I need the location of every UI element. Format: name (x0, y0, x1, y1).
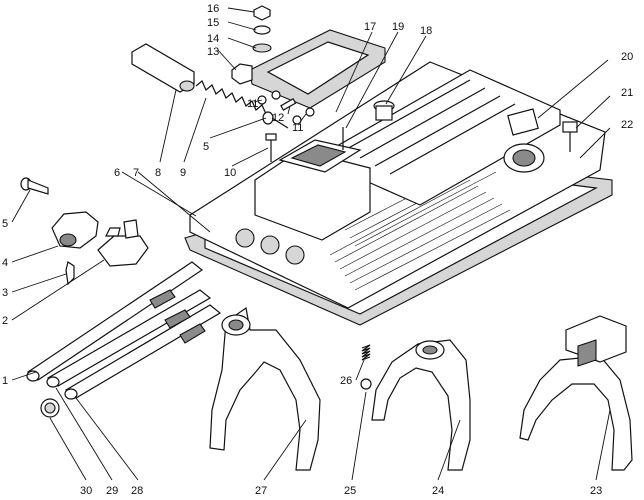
label-10: 10 (224, 167, 236, 179)
label-11-right: 11 (292, 122, 303, 134)
label-5-left: 5 (2, 218, 8, 230)
label-23: 23 (590, 485, 602, 497)
label-5-center: 5 (203, 141, 209, 153)
label-7: 7 (133, 167, 139, 179)
label-13: 13 (207, 46, 219, 58)
label-4: 4 (2, 257, 8, 269)
shift-fork-27 (209, 306, 321, 471)
label-27: 27 (255, 485, 267, 497)
part-number-labels: 1 2 3 4 5 5 6 7 8 9 10 11 11 12 13 14 15… (2, 3, 633, 497)
label-2: 2 (2, 315, 8, 327)
sleeve-part-8 (131, 43, 195, 93)
spring-part-9 (195, 80, 267, 115)
label-16: 16 (207, 3, 219, 15)
top-gasket (249, 29, 386, 109)
label-26: 26 (340, 375, 352, 387)
label-6: 6 (114, 167, 120, 179)
label-15: 15 (207, 17, 219, 29)
balls-and-pins (257, 90, 315, 129)
label-22: 22 (621, 119, 633, 131)
gearshift-housing (189, 61, 606, 309)
label-30: 30 (80, 485, 92, 497)
label-29: 29 (106, 485, 118, 497)
label-17: 17 (364, 21, 376, 33)
leader-lines (11, 7, 611, 481)
label-14: 14 (207, 33, 219, 45)
shift-fork-24 (371, 339, 471, 471)
label-1: 1 (2, 375, 8, 387)
detent-spring-ball (360, 344, 372, 390)
nut-washer-stack (231, 5, 272, 85)
plug-part-30 (40, 398, 60, 418)
label-11-left: 11 (247, 98, 258, 110)
label-20: 20 (621, 51, 633, 63)
label-28: 28 (131, 485, 143, 497)
label-8: 8 (155, 167, 161, 179)
label-18: 18 (420, 25, 432, 37)
label-19: 19 (392, 21, 404, 33)
shift-fork-23 (519, 315, 633, 471)
shift-rods (26, 261, 222, 400)
label-3: 3 (2, 287, 8, 299)
label-24: 24 (432, 485, 444, 497)
label-9: 9 (180, 167, 186, 179)
label-12: 12 (272, 112, 284, 124)
left-small-parts (20, 177, 149, 286)
label-25: 25 (344, 485, 356, 497)
label-21: 21 (621, 87, 633, 99)
